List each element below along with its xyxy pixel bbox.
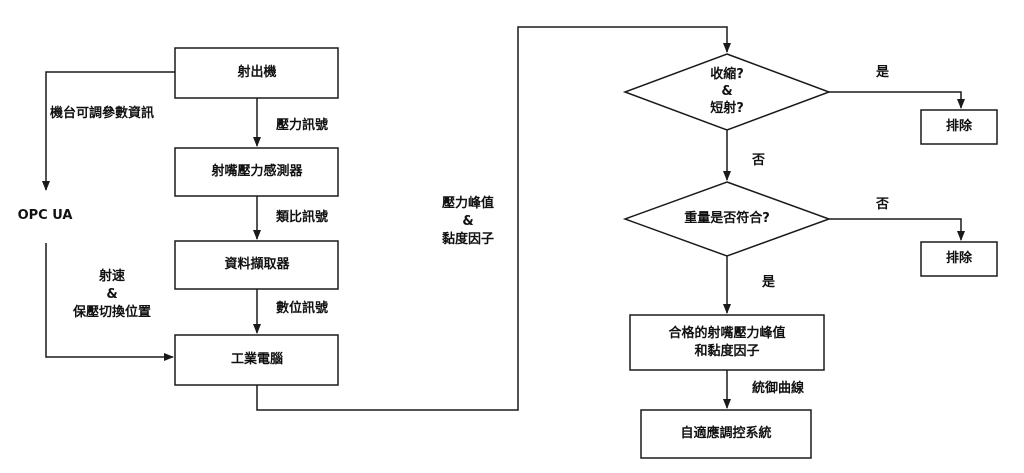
qualified-box bbox=[629, 314, 825, 371]
speed-label-line2: & bbox=[106, 287, 118, 302]
yes-label-2: 是 bbox=[762, 275, 776, 290]
opc-ua-label: OPC UA bbox=[17, 208, 73, 223]
nozzle-sensor-label: 射嘴壓力感測器 bbox=[211, 164, 303, 179]
speed-label-line1: 射速 bbox=[98, 269, 126, 284]
nozzle-sensor-box bbox=[174, 147, 339, 197]
qualified-label-line2: 和黏度因子 bbox=[694, 344, 760, 359]
analog-signal-label: 類比訊號 bbox=[276, 210, 329, 225]
injection-machine-label: 射出機 bbox=[237, 65, 277, 80]
decision1-line2: & bbox=[721, 84, 733, 99]
reject2-label: 排除 bbox=[945, 251, 973, 266]
no-label-1: 否 bbox=[752, 153, 766, 168]
digital-signal-label: 數位訊號 bbox=[276, 301, 329, 316]
industrial-pc-label: 工業電腦 bbox=[230, 352, 284, 367]
decision2-label: 重量是否符合? bbox=[684, 211, 770, 226]
data-acquisition-box bbox=[174, 240, 339, 290]
adaptive-control-box bbox=[640, 409, 812, 459]
peak-label-line2: & bbox=[462, 214, 474, 229]
arrow-machine-to-opcua bbox=[42, 71, 175, 191]
reject-box-1 bbox=[920, 109, 998, 145]
yes-label-1: 是 bbox=[876, 65, 890, 80]
speed-label-line3: 保壓切換位置 bbox=[72, 305, 152, 320]
adaptive-control-label: 自適應調控系統 bbox=[680, 426, 772, 441]
arrow-pc-to-decision bbox=[256, 26, 731, 411]
no-label-2: 否 bbox=[876, 197, 890, 212]
arrow-no-to-reject2 bbox=[829, 218, 965, 241]
data-acquisition-label: 資料擷取器 bbox=[224, 257, 290, 272]
arrow-yes-to-reject1 bbox=[829, 91, 965, 109]
reject-box-2 bbox=[920, 241, 998, 277]
decision1-line3: 短射? bbox=[710, 101, 744, 116]
pressure-signal-label: 壓力訊號 bbox=[276, 118, 329, 133]
reject1-label: 排除 bbox=[945, 119, 973, 134]
injection-machine-box bbox=[174, 47, 339, 99]
arrow-opcua-to-pc bbox=[45, 243, 174, 361]
peak-label-line3: 黏度因子 bbox=[441, 232, 495, 247]
industrial-pc-box bbox=[174, 334, 339, 386]
decision1-line1: 收縮? bbox=[710, 67, 744, 82]
spc-label: 統御曲線 bbox=[752, 381, 805, 396]
qualified-label-line1: 合格的射嘴壓力峰值 bbox=[668, 326, 786, 341]
peak-label-line1: 壓力峰值 bbox=[441, 196, 495, 211]
machine-params-label: 機台可調參數資訊 bbox=[50, 106, 155, 121]
